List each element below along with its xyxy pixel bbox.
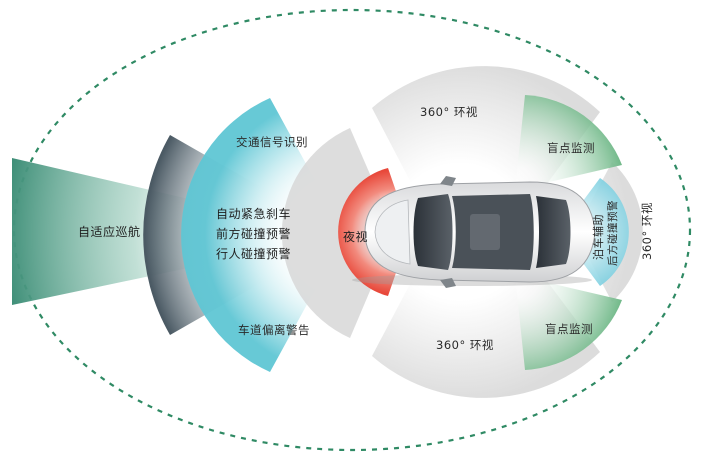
blind-spot-top-label: 盲点监测 <box>547 141 595 155</box>
adaptive-cruise-label: 自适应巡航 <box>78 224 141 239</box>
night-vision-label: 夜视 <box>343 229 368 244</box>
surround-view-top-label: 360° 环视 <box>420 105 478 119</box>
rear-parking-assist-label: 泊车辅助 <box>591 214 605 260</box>
rear-collision-warning-label: 后方碰撞预警 <box>606 200 619 266</box>
pedestrian-warning-label: 行人碰撞预警 <box>216 246 291 261</box>
blind-spot-bottom-label: 盲点监测 <box>545 322 593 336</box>
surround-view-rear-label: 360° 环视 <box>640 202 654 260</box>
front-collision-label: 前方碰撞预警 <box>216 226 291 241</box>
blind-spot-top-zone <box>515 95 622 190</box>
aeb-label: 自动紧急刹车 <box>216 206 291 221</box>
coverage-boundary-ellipse <box>12 8 692 452</box>
blind-spot-bottom-zone <box>515 275 622 370</box>
traffic-sign-label: 交通信号识别 <box>236 135 308 149</box>
car-top-view-icon <box>352 176 596 288</box>
surround-view-bottom-label: 360° 环视 <box>436 338 494 352</box>
lane-departure-label: 车道偏离警告 <box>238 323 310 337</box>
